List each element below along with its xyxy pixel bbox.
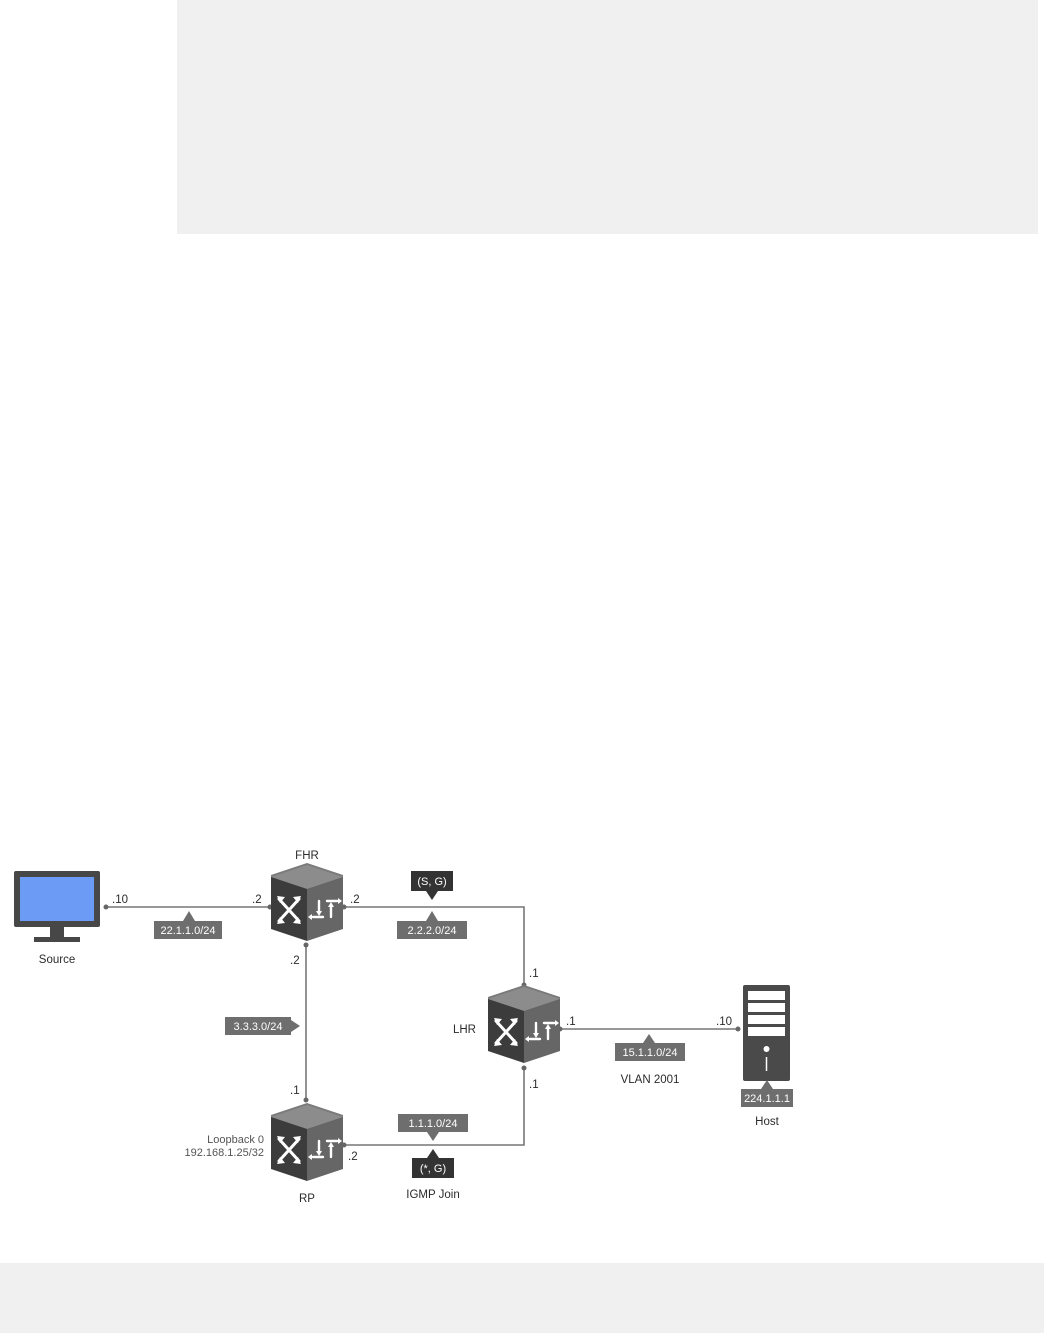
vlan-label: VLAN 2001 <box>621 1074 680 1086</box>
igmp-join-label: IGMP Join <box>406 1189 459 1201</box>
link-endpoint-dot <box>521 1065 527 1071</box>
link-endpoint-dot <box>735 1026 741 1032</box>
rp-loopback-name: Loopback 0 <box>207 1134 264 1146</box>
fhr-node: FHR <box>269 850 345 943</box>
link-endpoint-dot <box>303 1097 309 1103</box>
fhr-interface-label-east: .2 <box>350 894 360 906</box>
lhr-interface-label-north: .1 <box>529 968 539 980</box>
fhr-label: FHR <box>295 850 319 862</box>
flow-text: (*, G) <box>420 1163 446 1175</box>
flow-tag-star-g: (*, G) <box>412 1149 454 1178</box>
source-interface-label: .10 <box>112 894 128 906</box>
flow-text: (S, G) <box>417 876 446 888</box>
source-node: Source <box>14 871 100 966</box>
source-label: Source <box>39 954 75 966</box>
subnet-tag-fhr-lhr: 2.2.2.0/24 <box>397 911 467 939</box>
subnet-text: 3.3.3.0/24 <box>234 1021 283 1033</box>
subnet-text: 2.2.2.0/24 <box>408 925 457 937</box>
subnet-tag-fhr-rp: 3.3.3.0/24 <box>225 1017 300 1035</box>
link-endpoint-dot <box>303 942 309 948</box>
subnet-text: 15.1.1.0/24 <box>622 1047 677 1059</box>
host-label: Host <box>755 1116 779 1128</box>
router-icon <box>269 861 345 943</box>
lhr-interface-label-east: .1 <box>566 1016 576 1028</box>
rp-loopback-ip: 192.168.1.25/32 <box>184 1147 264 1159</box>
subnet-tag-lhr-host: 15.1.1.0/24 <box>615 1034 685 1061</box>
bottom-panel <box>0 1263 1044 1333</box>
fhr-interface-label-west: .2 <box>252 894 262 906</box>
rp-interface-label-east: .2 <box>348 1151 358 1163</box>
fhr-interface-label-south: .2 <box>290 955 300 967</box>
subnet-tag-source-fhr: 22.1.1.0/24 <box>154 911 222 939</box>
link-rp-lhr <box>344 1068 525 1146</box>
host-interface-label: .10 <box>716 1016 732 1028</box>
top-panel <box>177 0 1038 234</box>
rp-node: RP Loopback 0 192.168.1.25/32 <box>184 1101 345 1205</box>
subnet-text: 22.1.1.0/24 <box>160 925 215 937</box>
subnet-text: 1.1.1.0/24 <box>409 1118 458 1130</box>
subnet-tag-rp-lhr: 1.1.1.0/24 <box>398 1114 468 1141</box>
lhr-node: LHR <box>453 983 562 1065</box>
link-fhr-lhr <box>344 906 525 985</box>
router-icon <box>486 983 562 1065</box>
link-endpoint-dot <box>103 904 109 910</box>
server-icon <box>743 985 790 1081</box>
host-node: 224.1.1.1 Host <box>741 985 793 1128</box>
rp-label: RP <box>299 1193 315 1205</box>
flow-tag-sg: (S, G) <box>411 871 453 900</box>
host-group-tag: 224.1.1.1 <box>741 1080 793 1107</box>
lhr-interface-label-south: .1 <box>529 1079 539 1091</box>
host-group-tag-text: 224.1.1.1 <box>744 1093 790 1105</box>
monitor-icon <box>14 871 100 942</box>
router-icon <box>269 1101 345 1183</box>
rp-interface-label-north: .1 <box>290 1085 300 1097</box>
lhr-label: LHR <box>453 1024 476 1036</box>
